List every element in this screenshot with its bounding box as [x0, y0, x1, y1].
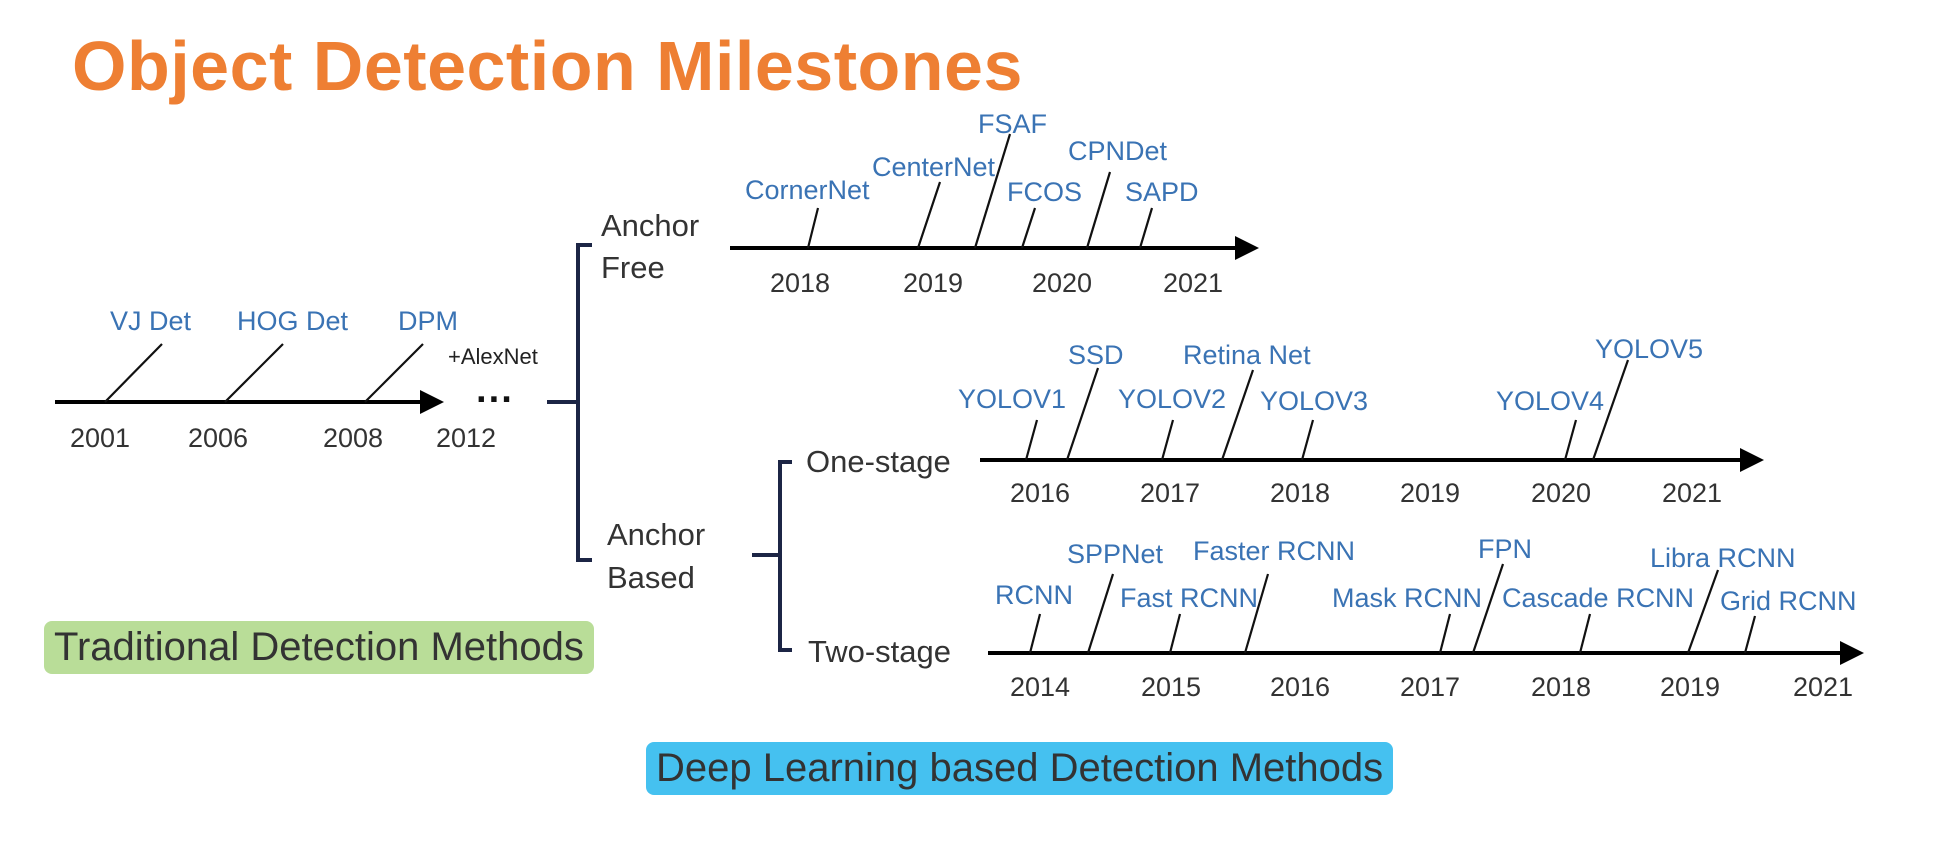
- tick-libra-rcnn: [1686, 569, 1720, 654]
- tick-ssd: [1065, 367, 1100, 461]
- tick-retina-net: [1220, 369, 1255, 461]
- method-fpn: FPN: [1478, 534, 1532, 564]
- tick-yolov1: [1024, 419, 1039, 461]
- year-2017: 2017: [1400, 672, 1460, 702]
- main-bracket: [576, 243, 592, 562]
- tick-fast-rcnn: [1168, 613, 1182, 654]
- method-sppnet: SPPNet: [1067, 539, 1164, 569]
- year-2014: 2014: [1010, 672, 1070, 702]
- tick-cascade-rcnn: [1578, 613, 1592, 654]
- tick-dpm: [364, 343, 424, 403]
- tick-yolov3: [1300, 419, 1315, 461]
- anchor-based-label-line1: Anchor: [607, 517, 705, 552]
- method-yolov5: YOLOV5: [1595, 334, 1703, 364]
- year-2012: 2012: [436, 423, 496, 453]
- tick-grid-rcnn: [1743, 615, 1757, 654]
- method-hog-det: HOG Det: [237, 306, 349, 336]
- anchor-based-label-line2: Based: [607, 560, 695, 595]
- method-grid-rcnn: Grid RCNN: [1720, 586, 1857, 616]
- method-mask-rcnn: Mask RCNN: [1332, 583, 1482, 613]
- method-fcos: FCOS: [1007, 177, 1082, 207]
- tick-sapd: [1138, 207, 1154, 249]
- tick-faster-rcnn: [1243, 573, 1270, 654]
- year-2006: 2006: [188, 423, 248, 453]
- year-2019: 2019: [1400, 478, 1460, 508]
- method-retina-net: Retina Net: [1183, 340, 1311, 370]
- year-2016: 2016: [1010, 478, 1070, 508]
- transition-alexnet: +AlexNet: [448, 344, 538, 369]
- year-2020: 2020: [1032, 268, 1092, 298]
- method-vj-det: VJ Det: [110, 306, 192, 336]
- year-2018: 2018: [1270, 478, 1330, 508]
- tick-vj-det: [104, 343, 163, 403]
- year-2001: 2001: [70, 423, 130, 453]
- page-title: Object Detection Milestones: [72, 27, 1023, 105]
- tick-yolov4: [1563, 419, 1578, 461]
- year-2020: 2020: [1531, 478, 1591, 508]
- tick-rcnn: [1028, 613, 1042, 654]
- method-ssd: SSD: [1068, 340, 1124, 370]
- method-fast-rcnn: Fast RCNN: [1120, 583, 1258, 613]
- one-stage-label: One-stage: [806, 444, 951, 479]
- method-dpm: DPM: [398, 306, 458, 336]
- method-fsaf: FSAF: [978, 109, 1047, 139]
- year-2021: 2021: [1163, 268, 1223, 298]
- anchor-free-label-line1: Anchor: [601, 208, 699, 243]
- tick-mask-rcnn: [1438, 613, 1452, 654]
- method-libra-rcnn: Libra RCNN: [1650, 543, 1796, 573]
- year-2008: 2008: [323, 423, 383, 453]
- method-cascade-rcnn: Cascade RCNN: [1502, 583, 1694, 613]
- method-cornernet: CornerNet: [745, 175, 870, 205]
- tick-fcos: [1020, 207, 1037, 249]
- method-sapd: SAPD: [1125, 177, 1199, 207]
- tick-sppnet: [1086, 573, 1115, 654]
- year-2018: 2018: [770, 268, 830, 298]
- method-yolov1: YOLOV1: [958, 384, 1066, 414]
- method-centernet: CenterNet: [872, 152, 996, 182]
- year-2021: 2021: [1793, 672, 1853, 702]
- anchor-free-timeline: Anchor Free CornerNet CenterNet FSAF FCO…: [601, 109, 1259, 298]
- sub-bracket: [778, 460, 792, 652]
- tick-yolov5: [1591, 359, 1630, 461]
- year-2018: 2018: [1531, 672, 1591, 702]
- method-yolov2: YOLOV2: [1118, 384, 1226, 414]
- method-cpndet: CPNDet: [1068, 136, 1168, 166]
- traditional-methods-badge: Traditional Detection Methods: [44, 621, 594, 674]
- year-2019: 2019: [903, 268, 963, 298]
- year-2021: 2021: [1662, 478, 1722, 508]
- year-2016: 2016: [1270, 672, 1330, 702]
- two-stage-timeline: Two-stage RCNN SPPNet Fast RCNN Faster R…: [808, 534, 1864, 702]
- traditional-timeline: VJ Det HOG Det DPM +AlexNet ··· 2001 200…: [55, 306, 578, 453]
- year-2015: 2015: [1141, 672, 1201, 702]
- tick-hog-det: [224, 343, 284, 403]
- two-stage-label: Two-stage: [808, 634, 951, 669]
- tick-fsaf: [973, 133, 1012, 249]
- method-faster-rcnn: Faster RCNN: [1193, 536, 1355, 566]
- year-2017: 2017: [1140, 478, 1200, 508]
- tick-yolov2: [1160, 419, 1175, 461]
- tick-cornernet: [806, 207, 820, 249]
- method-yolov4: YOLOV4: [1496, 386, 1604, 416]
- method-rcnn: RCNN: [995, 580, 1073, 610]
- deep-learning-methods-badge: Deep Learning based Detection Methods: [646, 742, 1394, 795]
- year-2019: 2019: [1660, 672, 1720, 702]
- tick-fpn: [1471, 563, 1505, 654]
- tick-centernet: [916, 181, 942, 249]
- ellipsis: ···: [476, 379, 514, 421]
- method-yolov3: YOLOV3: [1260, 386, 1368, 416]
- one-stage-timeline: One-stage YOLOV1 SSD YOLOV2 Retina Net Y…: [806, 334, 1764, 508]
- anchor-free-label-line2: Free: [601, 250, 665, 285]
- tick-cpndet: [1085, 171, 1112, 249]
